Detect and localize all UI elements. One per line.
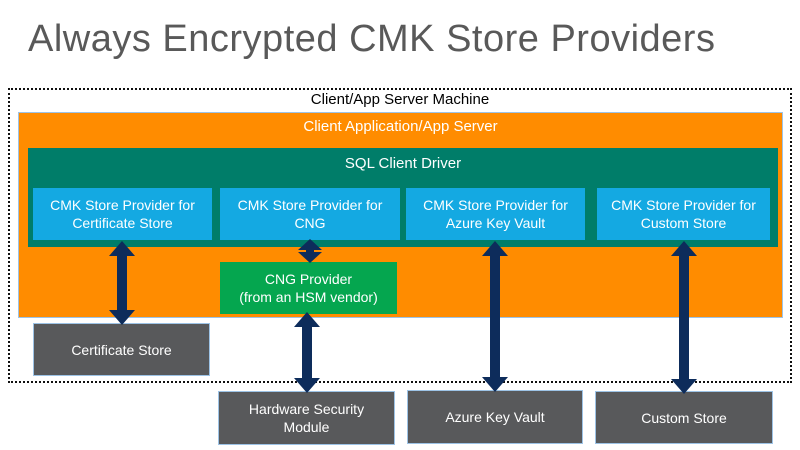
provider-label-line: Azure Key Vault xyxy=(445,215,546,231)
client-app-server-machine-label: Client/App Server Machine xyxy=(310,91,490,108)
page-title: Always Encrypted CMK Store Providers xyxy=(28,18,716,60)
certificate-store-box: Certificate Store xyxy=(33,323,210,376)
client-application-app-server-label: Client Application/App Server xyxy=(303,118,498,135)
provider-label-line: CMK Store Provider for xyxy=(50,197,195,213)
store-label-line: Custom Store xyxy=(641,409,727,426)
client-app-server-machine-box xyxy=(8,88,792,383)
custom-store-box: Custom Store xyxy=(595,391,773,444)
store-label-line: Azure Key Vault xyxy=(445,409,545,425)
cng-provider-hsm-vendor-box: CNG Provider (from an HSM vendor) xyxy=(220,262,397,314)
cmk-store-provider-certificate-store-box: CMK Store Provider for Certificate Store xyxy=(33,188,212,240)
cng-provider-label-line: (from an HSM vendor) xyxy=(239,289,378,305)
provider-label-line: CMK Store Provider for xyxy=(237,197,383,213)
azure-key-vault-box: Azure Key Vault xyxy=(407,390,583,444)
cmk-store-provider-custom-store-box: CMK Store Provider for Custom Store xyxy=(597,188,770,240)
provider-label-line: Certificate Store xyxy=(72,215,173,231)
store-label-line: Module xyxy=(283,419,330,435)
hardware-security-module-box: Hardware Security Module xyxy=(218,391,395,445)
sql-client-driver-label: SQL Client Driver xyxy=(344,155,462,172)
store-label-line: Hardware Security xyxy=(248,401,365,417)
provider-label-line: CMK Store Provider for xyxy=(611,197,756,213)
cng-provider-label-line: CNG Provider xyxy=(264,271,353,287)
store-label-line: Certificate Store xyxy=(71,341,172,358)
provider-label-line: Custom Store xyxy=(640,215,727,231)
cmk-store-provider-azure-key-vault-box: CMK Store Provider for Azure Key Vault xyxy=(406,188,585,240)
provider-label-line: CNG xyxy=(294,215,326,231)
provider-label-line: CMK Store Provider for xyxy=(423,197,568,213)
cmk-store-provider-cng-box: CMK Store Provider for CNG xyxy=(220,188,400,240)
